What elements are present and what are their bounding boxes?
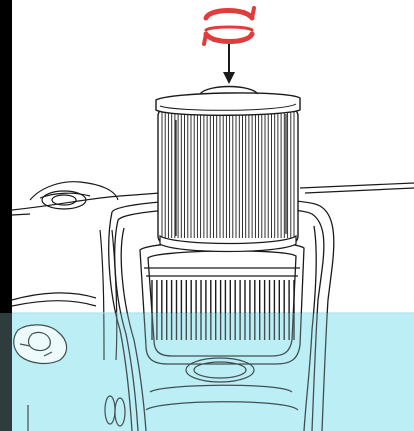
water-overlay <box>0 313 414 431</box>
filter-top-cap <box>156 93 300 115</box>
filter-cartridge <box>156 87 300 252</box>
rotate-arrows-icon <box>204 8 254 44</box>
down-arrow-icon <box>223 44 235 84</box>
filter-body <box>158 108 298 244</box>
